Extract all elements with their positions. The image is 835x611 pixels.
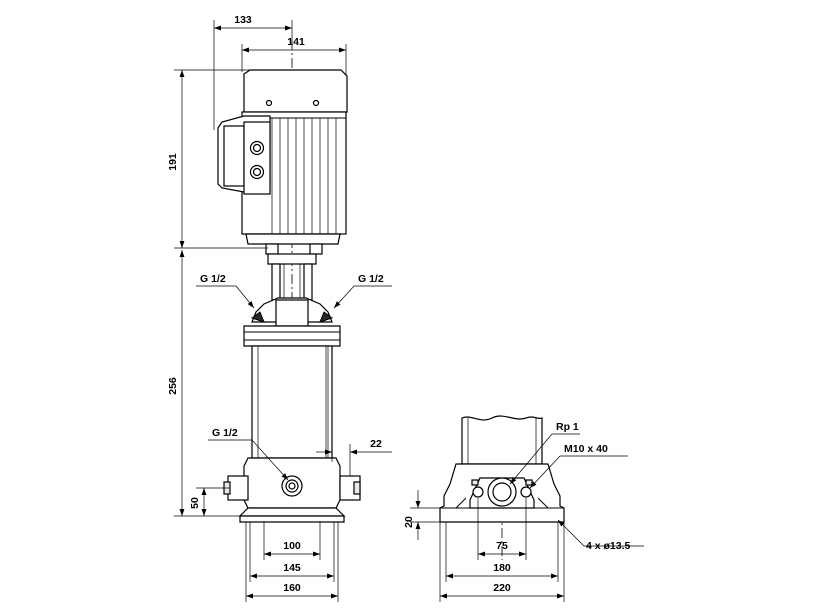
callout-vent-left: G 1/2 xyxy=(196,273,255,309)
dim-50: 50 xyxy=(189,487,230,516)
drain-label: G 1/2 xyxy=(212,427,238,439)
bolt-label: M10 x 40 xyxy=(564,443,608,455)
pump-base xyxy=(223,457,361,523)
dim-180: 180 xyxy=(445,522,559,582)
dim-22-label: 22 xyxy=(370,438,382,450)
callout-vent-right: G 1/2 xyxy=(333,273,392,309)
dim-180-label: 180 xyxy=(493,562,511,574)
dim-50-label: 50 xyxy=(189,497,201,509)
dim-75-label: 75 xyxy=(496,540,508,552)
dim-220-label: 220 xyxy=(493,582,511,594)
vent-right-label: G 1/2 xyxy=(358,273,384,285)
callout-connection: Rp 1 xyxy=(509,421,580,485)
side-sleeve xyxy=(461,415,543,465)
dim-20: 20 xyxy=(403,490,444,540)
vent-left-label: G 1/2 xyxy=(200,273,226,285)
side-base xyxy=(439,463,565,523)
dim-75: 75 xyxy=(477,498,527,560)
dim-100: 100 xyxy=(263,522,321,560)
dim-160: 160 xyxy=(245,522,339,602)
dim-141-label: 141 xyxy=(287,36,305,48)
dim-133: 133 xyxy=(213,14,293,130)
dim-20-label: 20 xyxy=(403,516,415,528)
dim-141: 141 xyxy=(241,36,347,76)
front-view: 133 141 191 256 50 xyxy=(167,14,392,602)
side-view: 20 75 180 220 Rp 1 xyxy=(403,415,644,602)
callout-holes: 4 x ø13.5 xyxy=(557,519,644,552)
callout-drain: G 1/2 xyxy=(208,427,289,481)
callout-bolt: M10 x 40 xyxy=(529,443,628,489)
connection-label: Rp 1 xyxy=(556,421,579,433)
dim-191-label: 191 xyxy=(167,153,179,171)
dim-256: 256 xyxy=(167,250,240,517)
dim-145-label: 145 xyxy=(283,562,301,574)
dim-22: 22 xyxy=(316,438,392,476)
dim-256-label: 256 xyxy=(167,377,179,395)
pump-sleeve xyxy=(251,345,333,459)
holes-label: 4 x ø13.5 xyxy=(586,540,631,552)
dim-220: 220 xyxy=(439,522,565,602)
pump-head xyxy=(243,297,341,347)
dim-145: 145 xyxy=(249,522,335,582)
terminal-box xyxy=(217,115,271,195)
dim-191: 191 xyxy=(167,69,268,249)
dim-160-label: 160 xyxy=(283,582,301,594)
dim-100-label: 100 xyxy=(283,540,301,552)
dim-133-label: 133 xyxy=(234,14,252,26)
